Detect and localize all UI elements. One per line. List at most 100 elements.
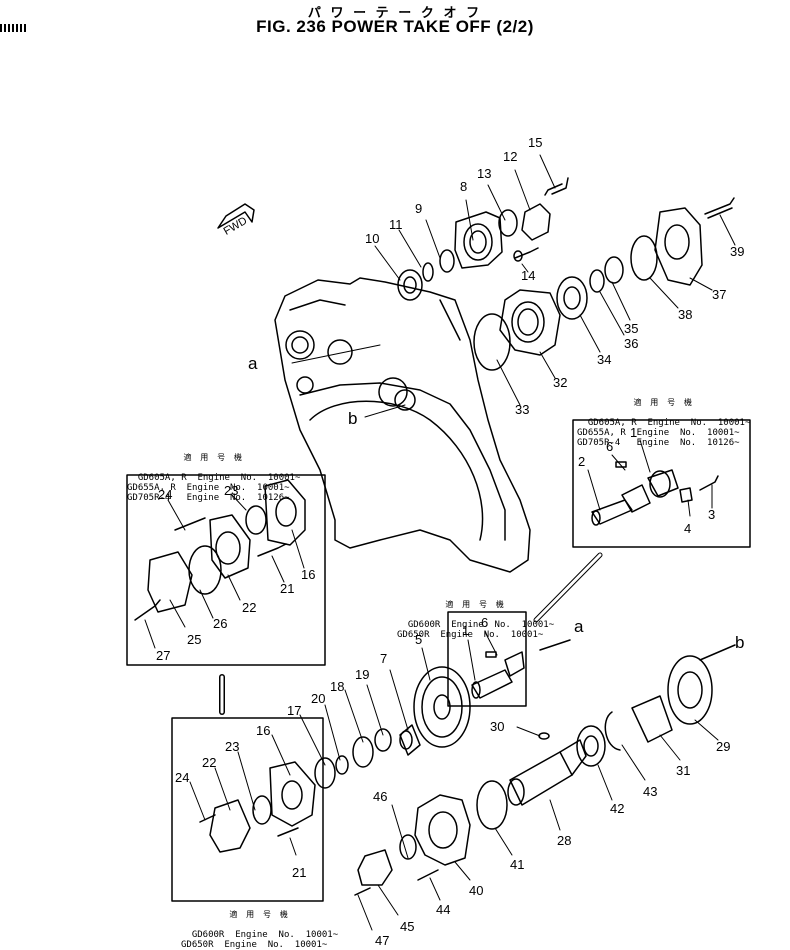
part-5-gear: [413, 666, 471, 748]
part-number-41: 41: [510, 857, 525, 872]
serial-line: GD705R-4 Engine No. 10126~: [127, 493, 290, 503]
part-36-ring: [589, 269, 605, 293]
transmission-housing: [274, 277, 531, 573]
lower-inset-oring-23: [252, 795, 272, 825]
part-number-10: 10: [365, 231, 380, 246]
part-number-13: 13: [477, 166, 492, 181]
part-39-bolt: [704, 197, 735, 219]
serial-block-upper-left: 適 用 号 機 GD605A, R Engine No. 10001~ GD65…: [127, 433, 300, 503]
inset-number-3: 3: [708, 507, 716, 522]
part-31-sleeve: [631, 695, 673, 743]
inset-box-upper-right: [572, 419, 751, 548]
part-number-38: 38: [678, 307, 693, 322]
part-20-ring: [335, 755, 349, 775]
part-14-bolt: [514, 247, 539, 259]
serial-line: GD650R Engine No. 10001~: [181, 940, 328, 950]
inset-bolt-21: [257, 543, 287, 557]
part-number-32: 32: [553, 375, 568, 390]
serial-heading: 適 用 号 機: [183, 453, 244, 462]
part-number-20: 20: [311, 691, 326, 706]
part-32-housing: [499, 289, 561, 356]
part-number-12: 12: [503, 149, 518, 164]
middle-inset-shaft: [471, 651, 525, 699]
inset-cover-22: [209, 514, 251, 579]
part-46-oring: [399, 834, 417, 860]
figure-title-japanese: パ ワ ー テ ー ク オ フ: [307, 5, 483, 20]
part-10-bearing: [397, 269, 423, 301]
part-number-34: 34: [597, 352, 612, 367]
lower-inset-number-22: 22: [202, 755, 217, 770]
serial-block-middle: 適 用 号 機 GD600R Engine No. 10001~ GD650R …: [397, 580, 554, 640]
lower-inset-number-16: 16: [256, 723, 271, 738]
callout-b-housing: b: [348, 409, 358, 428]
inset-left-number-26: 26: [213, 616, 228, 631]
inset-left-number-24: 24: [158, 487, 173, 502]
lower-inset-number-21: 21: [292, 865, 307, 880]
lower-inset-bolt-24: [199, 814, 216, 823]
part-35-nut: [604, 256, 624, 284]
serial-heading: 適 用 号 機: [633, 398, 694, 407]
inset-oring-26: [188, 545, 222, 595]
lower-inset-cover-16: [269, 761, 316, 827]
part-8-cover: [454, 211, 503, 269]
serial-line: GD705R-4 Engine No. 10126~: [577, 438, 740, 448]
part-number-37: 37: [712, 287, 727, 302]
serial-line: GD655A, R Engine No. 10001~: [577, 428, 740, 438]
part-number-35: 35: [624, 321, 639, 336]
part-number-14: 14: [521, 268, 536, 283]
inset-box-lower-left: [171, 717, 324, 902]
serial-line: GD600R Engine No. 10001~: [407, 620, 555, 630]
serial-line: GD605A, R Engine No. 10001~: [137, 473, 301, 483]
part-17-oring: [314, 757, 336, 789]
middle-inset-number-1: 1: [462, 623, 470, 638]
inset-oring-23: [245, 505, 267, 535]
part-44-bolt: [417, 869, 439, 881]
part-12-plate: [521, 203, 551, 241]
part-number-40: 40: [469, 883, 484, 898]
part-number-19: 19: [355, 667, 370, 682]
lower-inset-number-24: 24: [175, 770, 190, 785]
part-33-oring: [473, 313, 511, 371]
part-number-9: 9: [415, 201, 423, 216]
inset-left-number-23: 23: [224, 483, 239, 498]
inset-shaft: [591, 469, 679, 526]
part-9-oring: [439, 249, 455, 273]
part-number-39: 39: [730, 244, 745, 259]
callout-b-arrow: b: [735, 633, 745, 652]
inset-number-4: 4: [684, 521, 692, 536]
figure-title: FIG. 236 POWER TAKE OFF (2/2): [256, 17, 534, 36]
scan-artifact: [0, 24, 28, 32]
part-47-bolt: [354, 887, 371, 896]
part-40-housing: [414, 794, 471, 866]
part-number-15: 15: [528, 135, 543, 150]
part-19-ring: [374, 728, 392, 752]
part-28-shaft: [507, 739, 587, 806]
inset-left-number-27: 27: [156, 648, 171, 663]
lower-inset-bolt-21: [277, 827, 299, 837]
part-number-17: 17: [287, 703, 302, 718]
part-13-oring: [498, 209, 518, 237]
serial-heading: 適 用 号 機: [445, 600, 506, 609]
part-number-43: 43: [643, 784, 658, 799]
part-number-8: 8: [460, 179, 468, 194]
inset-part-4: [679, 487, 693, 503]
part-41-oring: [476, 780, 508, 830]
inset-number-2: 2: [578, 454, 586, 469]
inset-cover-16: [264, 479, 306, 546]
part-number-44: 44: [436, 902, 451, 917]
callout-a-arrow: a: [574, 617, 584, 636]
serial-heading: 適 用 号 機: [229, 910, 290, 919]
middle-inset-key: [485, 651, 497, 658]
serial-line: GD605A, R Engine No. 10001~: [587, 418, 751, 428]
inset-bolt-24: [174, 517, 206, 531]
part-number-31: 31: [676, 763, 691, 778]
part-number-45: 45: [400, 919, 415, 934]
part-38-oring: [630, 235, 658, 281]
part-45-plate: [357, 849, 393, 886]
inset-box-middle: [447, 611, 527, 707]
inset-left-number-21: 21: [280, 581, 295, 596]
serial-line: GD650R Engine No. 10001~: [397, 630, 544, 640]
part-34-bearing: [556, 276, 588, 320]
inset-number-1: 1: [630, 425, 638, 440]
